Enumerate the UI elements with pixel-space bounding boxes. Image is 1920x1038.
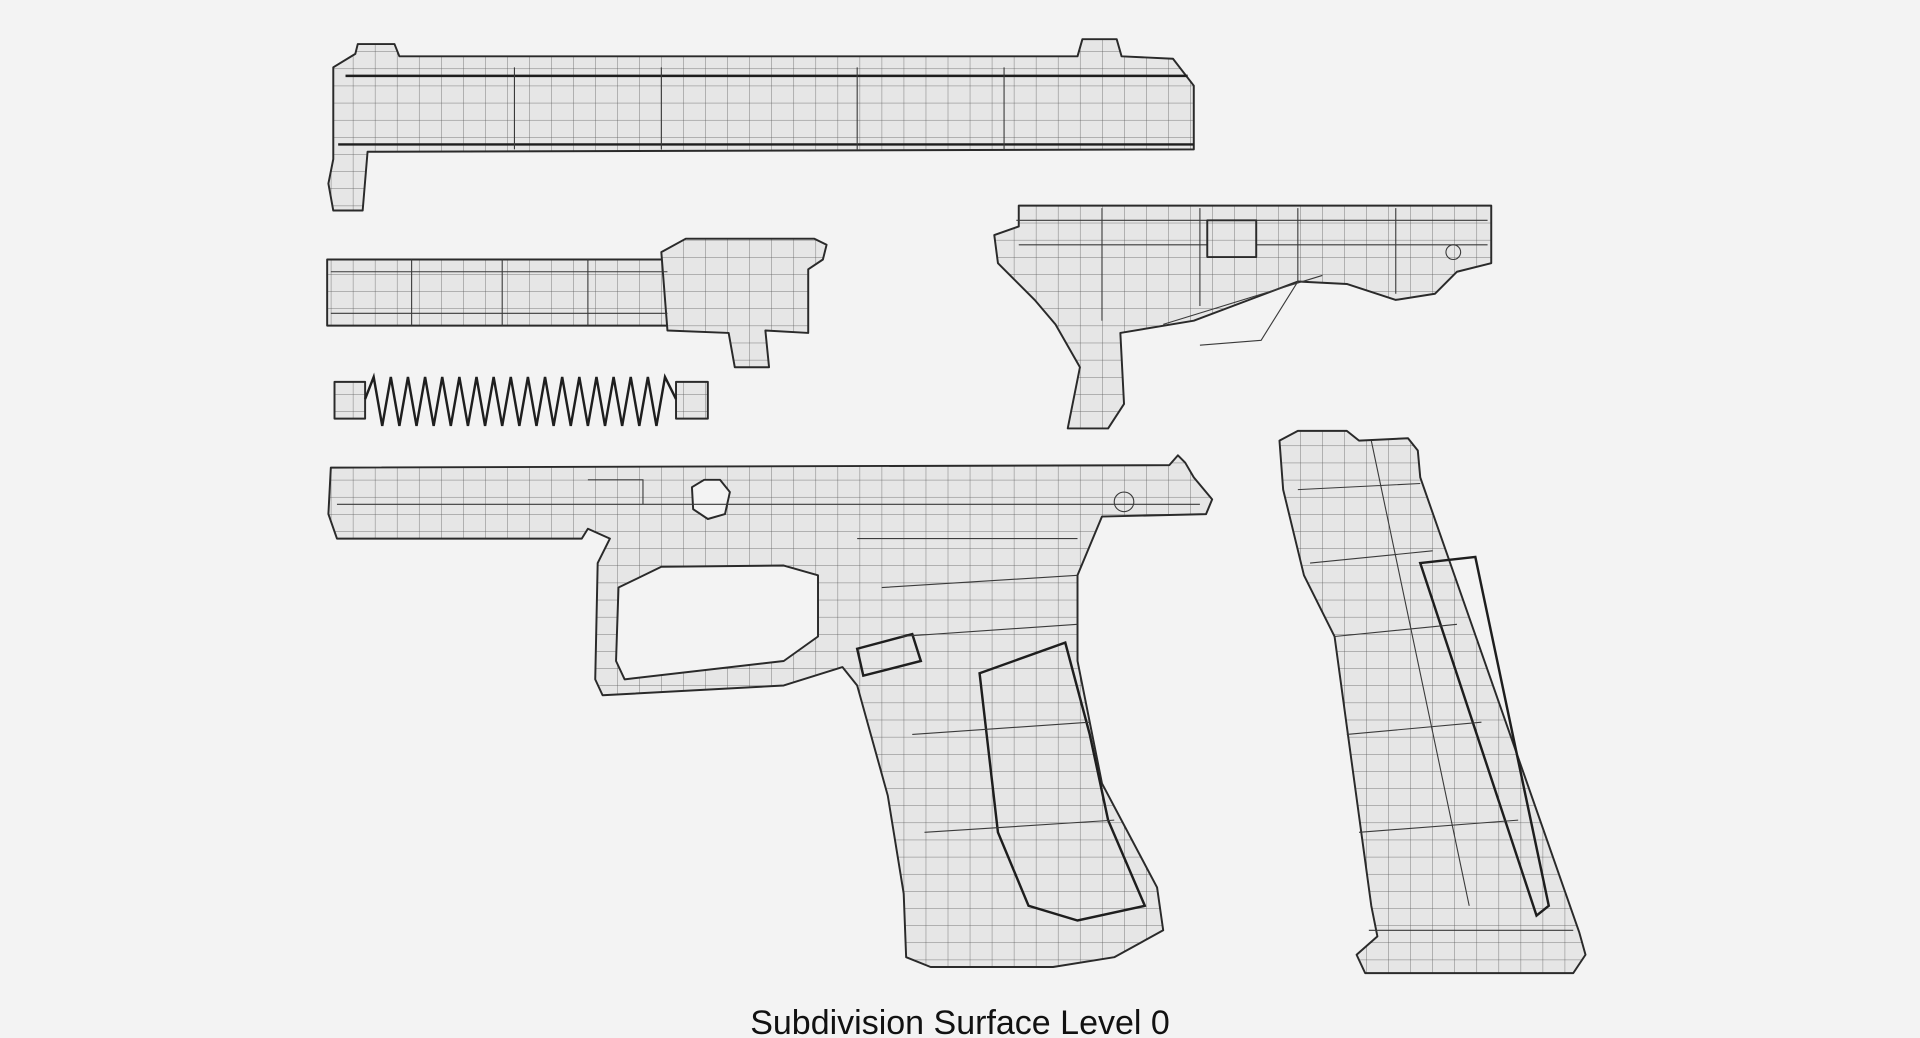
barrel: [326, 237, 828, 369]
trigger-mechanism: [993, 204, 1493, 430]
slide: [327, 38, 1195, 212]
recoil-spring: [333, 372, 709, 427]
caption: Subdivision Surface Level 0: [750, 1004, 1170, 1038]
magazine: [1278, 429, 1587, 975]
frame: [327, 454, 1214, 968]
